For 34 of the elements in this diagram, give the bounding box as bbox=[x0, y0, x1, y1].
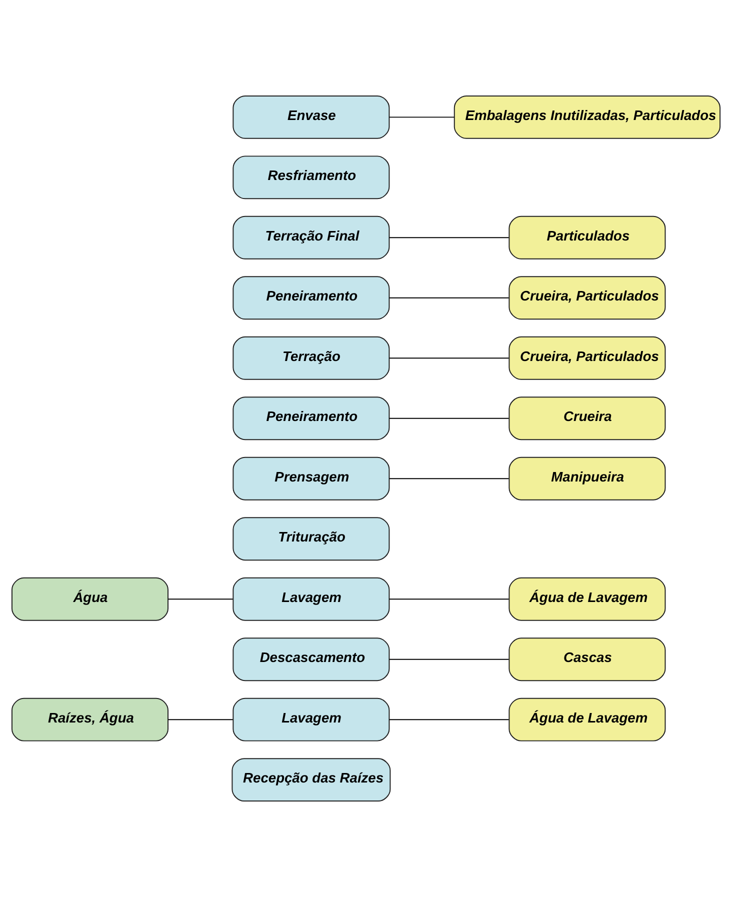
node-box: Envase bbox=[232, 95, 390, 139]
node-box: Água bbox=[11, 577, 168, 621]
connector bbox=[388, 116, 455, 118]
connector bbox=[388, 478, 510, 480]
node-box: Manipueira bbox=[508, 456, 666, 500]
node-box: Recepção das Raízes bbox=[232, 758, 391, 802]
node-box: Resfriamento bbox=[232, 156, 390, 200]
connector bbox=[388, 358, 510, 359]
node-box: Embalagens Inutilizadas, Particulados bbox=[454, 95, 721, 139]
connector bbox=[388, 598, 510, 600]
node-box: Trituração bbox=[232, 517, 390, 561]
node-box: Cascas bbox=[508, 638, 666, 682]
node-box: Descascamento bbox=[232, 638, 390, 682]
node-box: Crueira bbox=[508, 396, 666, 440]
node-box: Crueira, Particulados bbox=[508, 336, 666, 380]
node-box: Água de Lavagem bbox=[508, 577, 666, 621]
node-box: Terração Final bbox=[232, 216, 390, 260]
node-box: Prensagem bbox=[232, 456, 390, 500]
node-box: Peneiramento bbox=[232, 276, 390, 320]
node-box: Raízes, Água bbox=[11, 698, 168, 742]
node-box: Água de Lavagem bbox=[508, 698, 666, 742]
node-box: Particulados bbox=[508, 216, 666, 260]
node-box: Lavagem bbox=[232, 698, 390, 742]
node-box: Peneiramento bbox=[232, 396, 390, 440]
connector bbox=[388, 237, 510, 238]
connector bbox=[388, 418, 510, 419]
node-box: Terração bbox=[232, 336, 390, 380]
connector bbox=[388, 297, 510, 298]
connector bbox=[168, 719, 234, 720]
node-box: Lavagem bbox=[232, 577, 390, 621]
connector bbox=[388, 658, 510, 660]
node-box: Crueira, Particulados bbox=[508, 276, 666, 320]
connector bbox=[168, 598, 234, 600]
connector bbox=[388, 719, 510, 720]
